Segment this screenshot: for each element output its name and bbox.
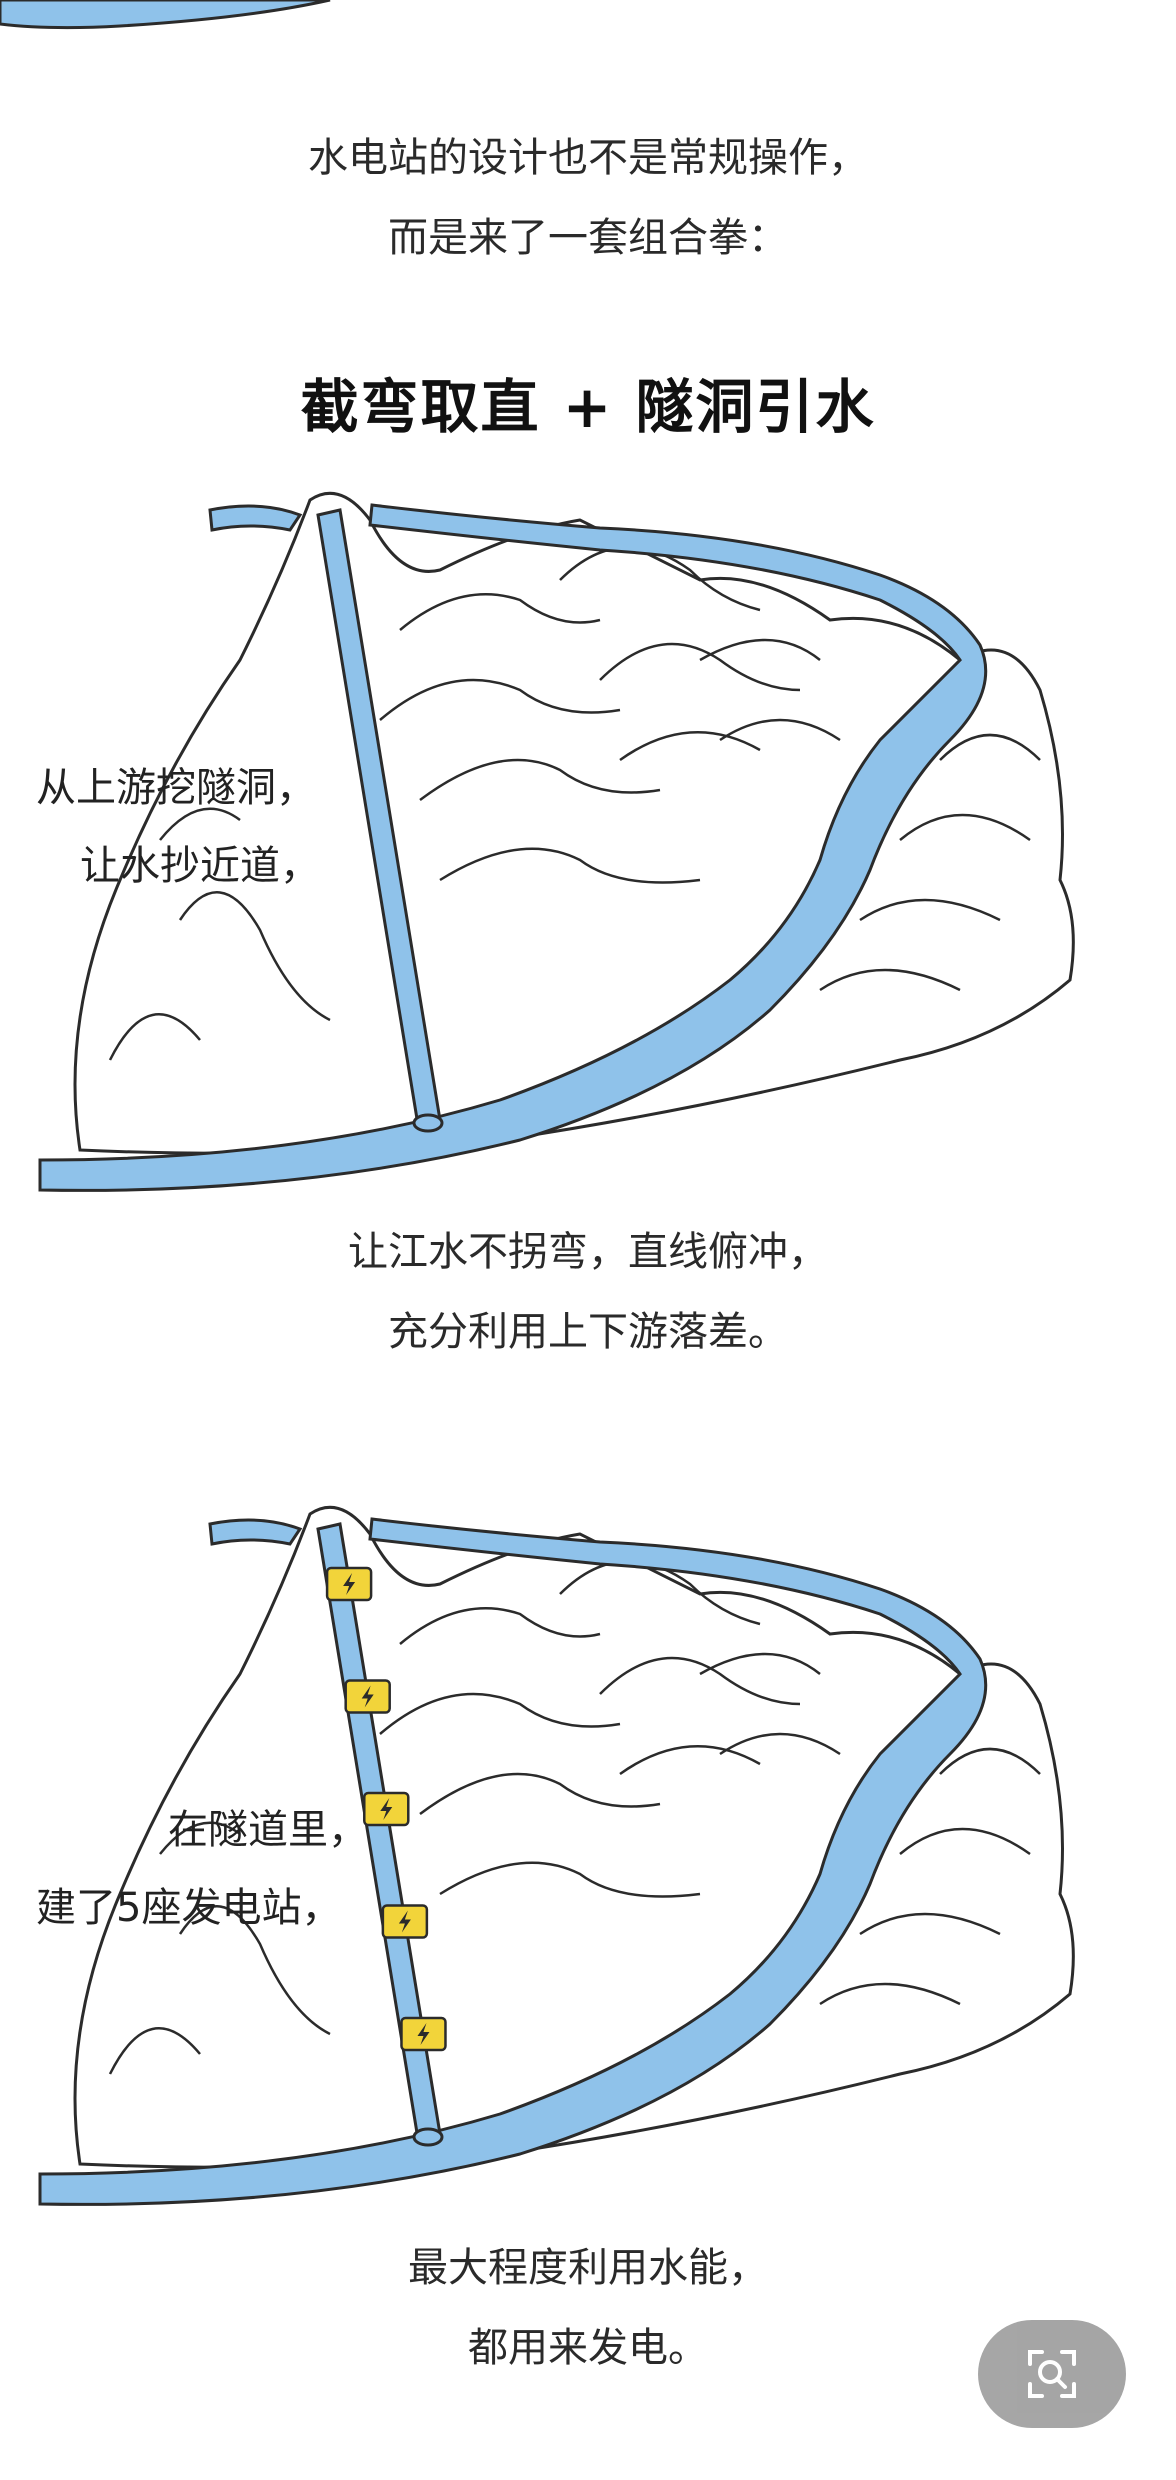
power-station-icon: [381, 1904, 429, 1939]
intro-line-1: 水电站的设计也不是常规操作，: [308, 135, 868, 181]
power-station-icon: [363, 1791, 410, 1827]
caption2-line-1: 最大程度利用水能，: [408, 2245, 768, 2291]
diagram2-label-2: 建了5座发电站，: [36, 1885, 342, 1931]
river: [208, 1518, 303, 1546]
tunnel-diagram-2: [38, 1505, 1075, 2206]
caption1-line-2: 充分利用上下游落差。: [388, 1309, 788, 1355]
diagram1-label-1: 从上游挖隧洞，: [36, 765, 316, 811]
caption1-line-1: 让江水不拐弯，直线俯冲，: [348, 1229, 828, 1275]
intro-line-2: 而是来了一套组合拳：: [388, 215, 788, 261]
power-station-icon: [344, 1679, 391, 1714]
power-station-icon: [400, 2016, 447, 2052]
top-river-fragment: [0, 0, 331, 30]
caption2-line-2: 都用来发电。: [468, 2325, 708, 2371]
page-title: 截弯取直 + 隧洞引水: [300, 373, 876, 441]
diagram1-label-2: 让水抄近道，: [80, 843, 320, 889]
diagram2-label-1: 在隧道里，: [168, 1807, 368, 1853]
tunnel-diagram-1: [38, 491, 1075, 1192]
image-search-button[interactable]: [978, 2320, 1126, 2428]
power-station-icon: [325, 1566, 373, 1602]
river: [208, 504, 303, 532]
image-search-icon: [1028, 2350, 1076, 2398]
